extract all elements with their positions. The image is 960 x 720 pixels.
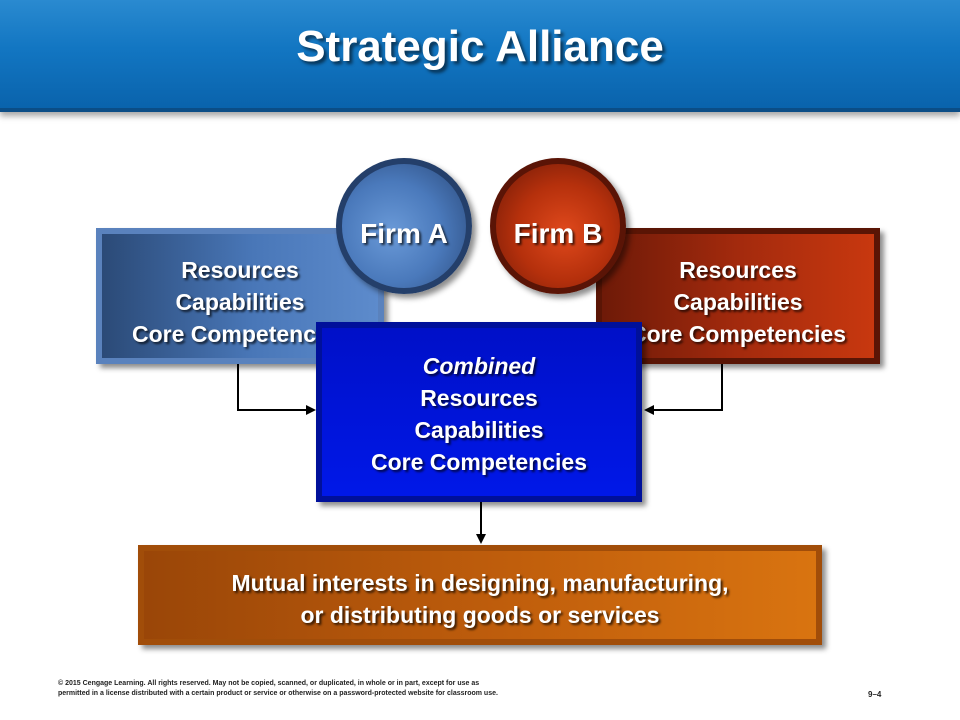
title-bar: Strategic Alliance: [0, 0, 960, 112]
firm-b-line-core-competencies: Core Competencies: [629, 321, 846, 347]
copyright-line-2: permitted in a license distributed with …: [58, 690, 498, 697]
firm-a-line-resources: Resources: [181, 257, 299, 283]
mutual-line-1: Mutual interests in designing, manufactu…: [231, 570, 729, 596]
combined-heading: Combined: [422, 353, 536, 379]
firm-b-line-resources: Resources: [679, 257, 797, 283]
slide-title: Strategic Alliance: [296, 22, 664, 71]
slide-number: 9–4: [868, 690, 882, 699]
arrow-firm-b-to-combined: [644, 364, 723, 415]
arrow-firm-a-to-combined: [237, 364, 316, 415]
firm-a-circle: Firm A: [336, 158, 472, 294]
combined-line-capabilities: Capabilities: [414, 417, 544, 443]
copyright-line-1: © 2015 Cengage Learning. All rights rese…: [58, 680, 480, 687]
combined-box: Combined Resources Capabilities Core Com…: [316, 322, 642, 502]
firm-a-line-capabilities: Capabilities: [175, 289, 305, 315]
combined-line-core-competencies: Core Competencies: [370, 449, 587, 475]
combined-line-resources: Resources: [420, 385, 538, 411]
mutual-interests-box: Mutual interests in designing, manufactu…: [138, 545, 822, 645]
firm-b-resources-box: Resources Capabilities Core Competencies: [596, 228, 880, 364]
firm-a-resources-box: Resources Capabilities Core Competencies: [96, 228, 384, 364]
firm-a-line-core-competencies: Core Competencies: [131, 321, 348, 347]
firm-b-circle: Firm B: [490, 158, 626, 294]
copyright-notice: © 2015 Cengage Learning. All rights rese…: [58, 679, 658, 699]
mutual-line-2: or distributing goods or services: [300, 602, 660, 628]
firm-b-line-capabilities: Capabilities: [673, 289, 803, 315]
